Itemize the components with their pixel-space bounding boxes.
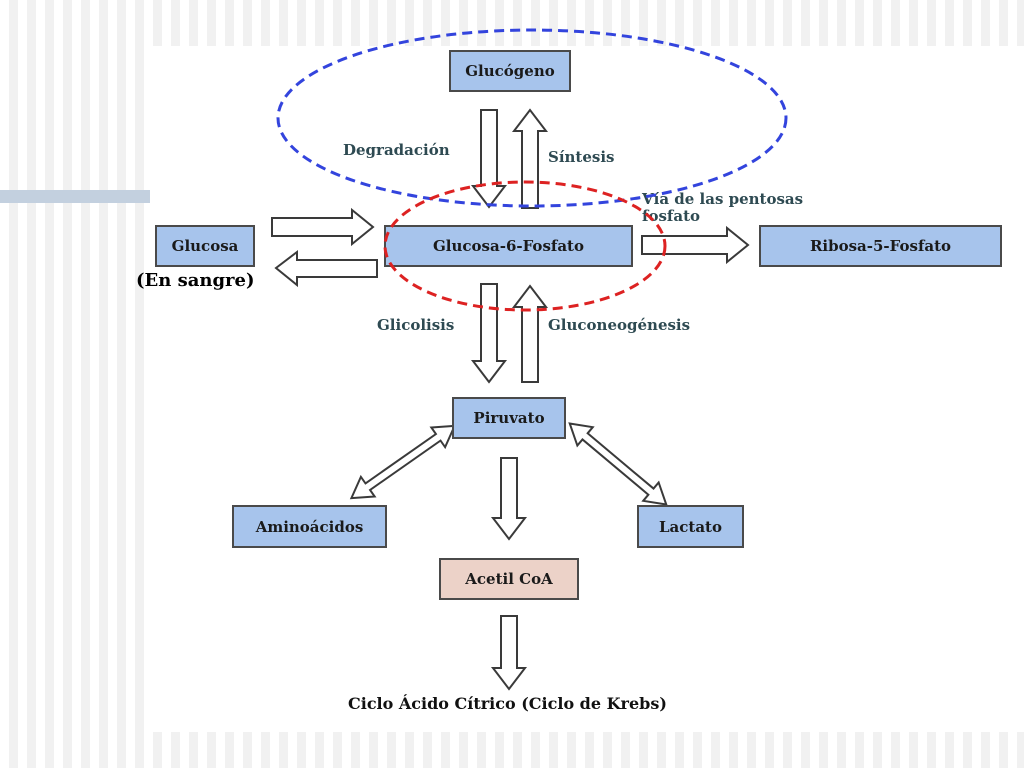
- arrow-acetil-to-krebs: [490, 615, 528, 691]
- arrow-gluconeogenesis: [511, 284, 549, 383]
- node-acetil-coa: Acetil CoA: [439, 558, 579, 600]
- node-ribosa-5-fosfato: Ribosa-5-Fosfato: [759, 225, 1002, 267]
- arrow-piruvato-to-acetil: [490, 457, 528, 541]
- node-lactato: Lactato: [637, 505, 744, 548]
- arrow-piruvato-aminoacidos: [349, 424, 457, 500]
- label-via-pentosas: Vía de las pentosas fosfato: [642, 191, 803, 225]
- label-via-pentosas-line1: Vía de las pentosas: [642, 190, 804, 208]
- arrow-glicolisis: [470, 283, 508, 384]
- node-piruvato: Piruvato: [452, 397, 566, 439]
- label-glicolisis: Glicolisis: [377, 316, 455, 334]
- arrow-sintesis: [511, 108, 549, 209]
- arrow-piruvato-lactato: [568, 422, 668, 506]
- node-aminoacidos: Aminoácidos: [232, 505, 387, 548]
- arrow-degradacion: [470, 109, 508, 209]
- node-glucogeno: Glucógeno: [449, 50, 571, 92]
- node-glucosa: Glucosa: [155, 225, 255, 267]
- arrow-g6p-to-glucosa: [274, 249, 378, 288]
- label-ciclo-krebs: Ciclo Ácido Cítrico (Ciclo de Krebs): [348, 694, 667, 713]
- label-degradacion: Degradación: [343, 141, 450, 159]
- node-glucosa-6-fosfato: Glucosa-6-Fosfato: [384, 225, 633, 267]
- label-gluconeogenesis: Gluconeogénesis: [548, 316, 691, 334]
- arrow-glucosa-to-g6p: [271, 207, 375, 247]
- label-sintesis: Síntesis: [548, 148, 615, 166]
- label-via-pentosas-line2: fosfato: [642, 207, 701, 225]
- label-en-sangre: (En sangre): [136, 270, 255, 291]
- arrow-g6p-to-ribosa: [641, 225, 750, 265]
- decorative-bar: [0, 190, 150, 203]
